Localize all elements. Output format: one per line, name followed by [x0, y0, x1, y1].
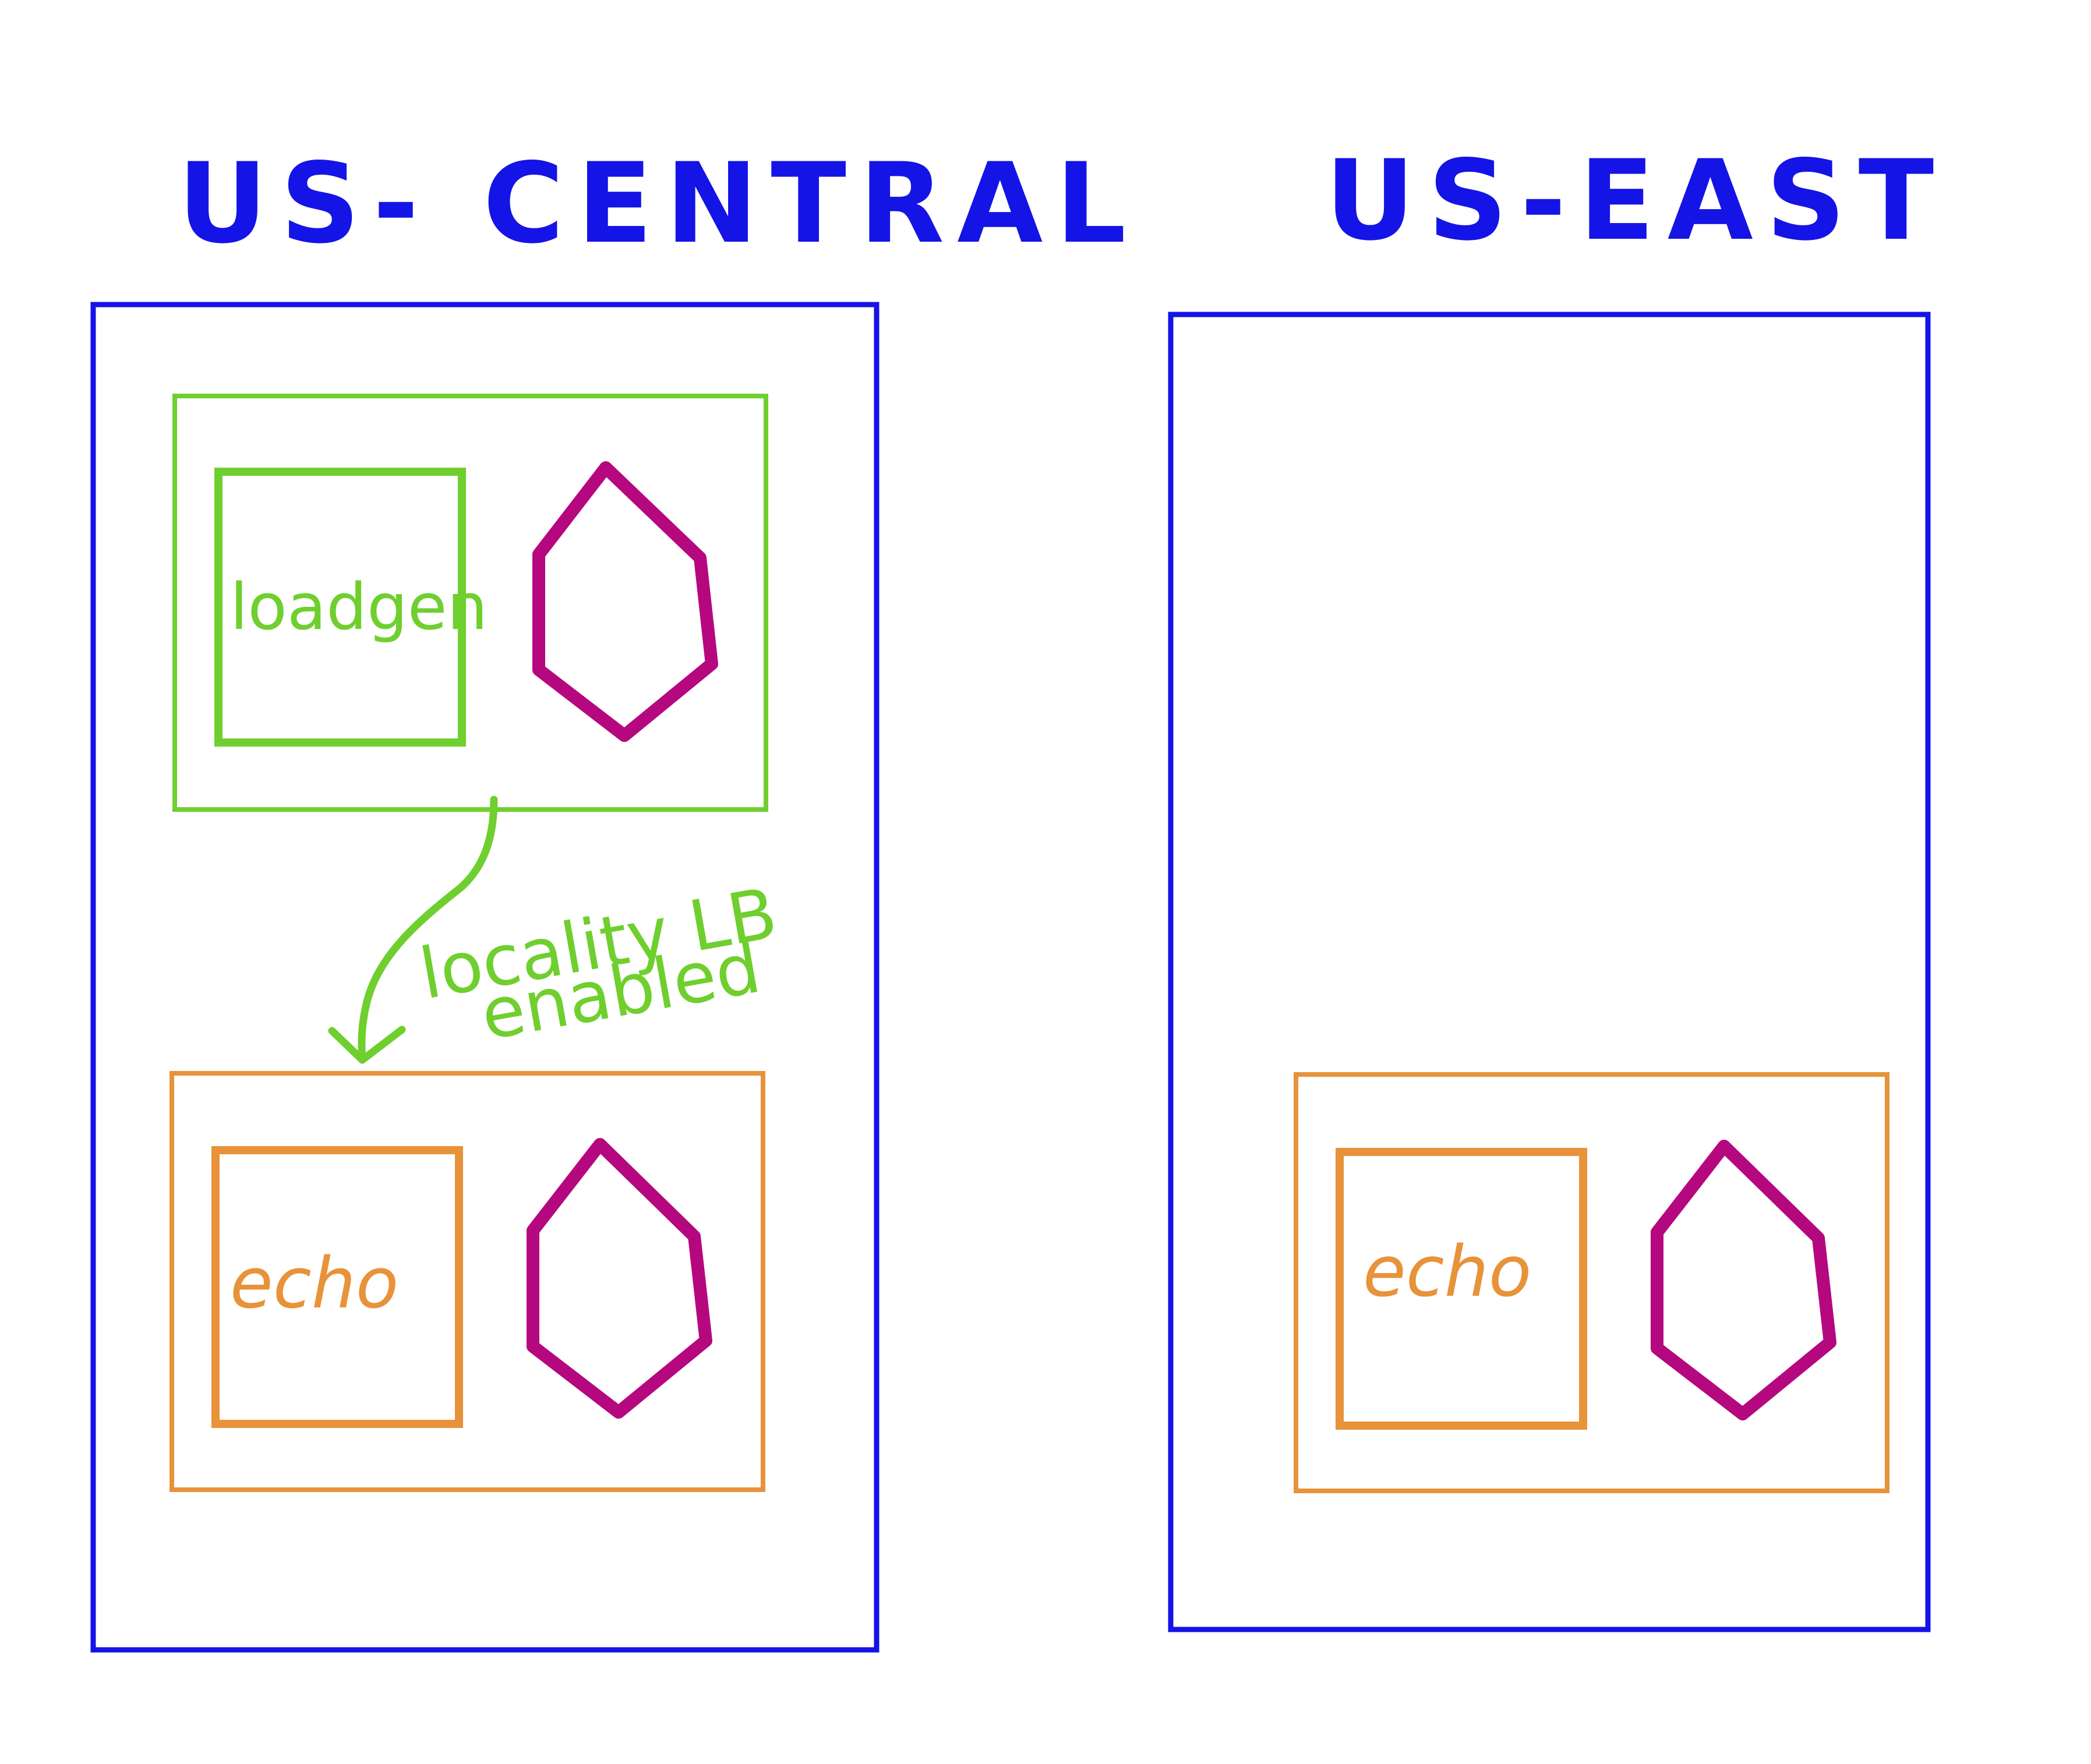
- pod-box-loadgen: [172, 394, 768, 812]
- region-box-us-central: [90, 302, 880, 1653]
- sidecar-hexagon-icon: [1651, 1140, 1836, 1420]
- region-box-us-east: [1168, 312, 1931, 1632]
- container-label-echo-central: echo: [230, 1243, 398, 1324]
- container-label-loadgen: loadgen: [230, 570, 488, 644]
- pod-box-echo-central: [169, 1071, 765, 1492]
- arrowhead-icon: [328, 1026, 406, 1064]
- container-box-echo-central: [211, 1146, 463, 1428]
- traffic-arrow: [358, 796, 498, 1064]
- container-box-echo-east: [1336, 1148, 1587, 1430]
- container-label-echo-east: echo: [1363, 1232, 1531, 1313]
- container-box-loadgen: [214, 468, 466, 747]
- sidecar-hexagon-icon: [527, 1138, 712, 1419]
- sidecar-hexagon-icon: [532, 461, 718, 742]
- region-title-us-central: US- CENTRAL: [178, 139, 1139, 268]
- region-title-us-east: US-EAST: [1325, 136, 1947, 265]
- pod-box-echo-east: [1294, 1072, 1889, 1493]
